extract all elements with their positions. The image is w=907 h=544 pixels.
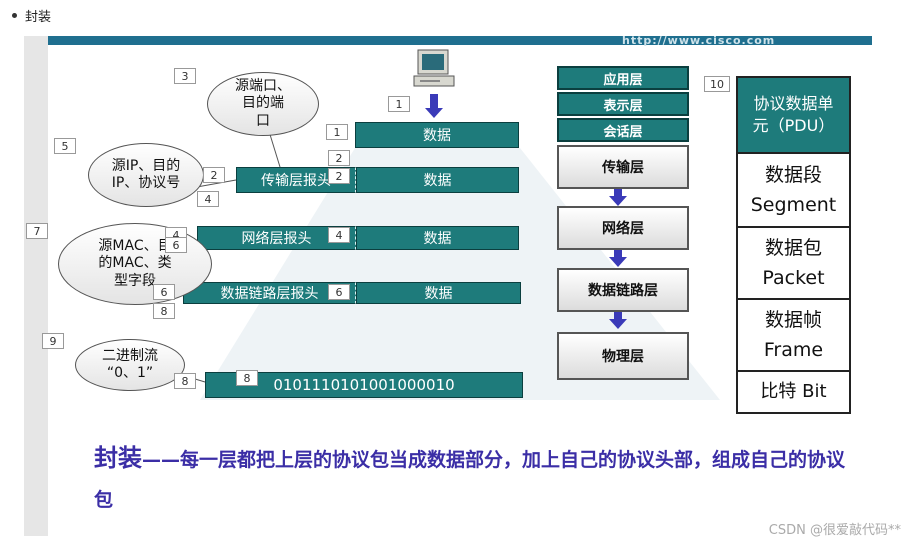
caption: 封装——每一层都把上层的协议包当成数据部分，加上自己的协议头部，组成自己的协议包: [94, 438, 854, 520]
caption-dash: ——: [142, 449, 180, 471]
layer-session: 会话层: [557, 118, 689, 142]
slide-left-strip: [24, 36, 48, 536]
bullet-text: 封装: [25, 10, 52, 25]
marker-2a: 2: [203, 167, 225, 183]
marker-8a: 8: [153, 303, 175, 319]
marker-2c: 2: [328, 168, 350, 184]
bubble-mac: 源MAC、目 的MAC、类 型字段: [58, 223, 212, 305]
pdu-header: 协议数据单 元（PDU）: [738, 78, 849, 152]
stack-arrow-1: [609, 196, 627, 206]
marker-6c: 6: [328, 284, 350, 300]
stack-arrow-2-shaft: [614, 250, 622, 258]
stack-arrow-3-shaft: [614, 312, 622, 320]
transport-data-bar: 数据: [356, 167, 519, 193]
marker-9: 9: [42, 333, 64, 349]
caption-body: 每一层都把上层的协议包当成数据部分，加上自己的协议头部，组成自己的协议包: [94, 449, 846, 511]
layer-network: 网络层: [557, 206, 689, 250]
marker-2b: 2: [328, 150, 350, 166]
slide-header-url: http://www.cisco.com: [622, 34, 776, 47]
bullet-item: 封装: [12, 6, 51, 25]
watermark: CSDN @很爱敲代码**: [768, 523, 901, 538]
pdu-segment-en: Segment: [750, 194, 837, 216]
marker-4a: 4: [197, 191, 219, 207]
stack-arrow-1-shaft: [614, 189, 622, 197]
layer-datalink: 数据链路层: [557, 268, 689, 312]
marker-6a: 6: [165, 237, 187, 253]
stack-arrow-3: [609, 319, 627, 329]
bullet-dot: [12, 13, 17, 18]
computer-arrow-shaft: [430, 94, 438, 108]
datalink-header-bar: 数据链路层报头: [183, 282, 356, 304]
computer-arrow-head: [425, 108, 443, 118]
marker-5: 5: [54, 138, 76, 154]
marker-4c: 4: [328, 227, 350, 243]
layer-application: 应用层: [557, 66, 689, 90]
pdu-packet-zh: 数据包: [764, 236, 822, 259]
caption-lead: 封装: [94, 444, 142, 472]
bubble-bits: 二进制流 “0、1”: [75, 339, 185, 391]
layer-transport: 传输层: [557, 145, 689, 189]
marker-1b: 1: [326, 124, 348, 140]
marker-1a: 1: [388, 96, 410, 112]
pdu-bit: 比特 Bit: [738, 370, 849, 412]
pdu-frame: 数据帧 Frame: [738, 298, 849, 370]
layer-presentation: 表示层: [557, 92, 689, 116]
bubble-ip: 源IP、目的 IP、协议号: [88, 143, 204, 207]
bubble-port: 源端口、 目的端 口: [207, 72, 319, 136]
data-bar-top: 数据: [355, 122, 519, 148]
marker-10: 10: [704, 76, 730, 92]
stack-arrow-2: [609, 257, 627, 267]
marker-8b: 8: [174, 373, 196, 389]
pdu-frame-zh: 数据帧: [764, 308, 822, 331]
pdu-table: 协议数据单 元（PDU） 数据段 Segment 数据包 Packet 数据帧 …: [736, 76, 851, 414]
bitstream-bar: 0101110101001000010: [205, 372, 523, 398]
pdu-frame-en: Frame: [763, 339, 824, 361]
datalink-data-bar: 数据: [356, 282, 521, 304]
marker-7: 7: [26, 223, 48, 239]
layer-physical: 物理层: [557, 332, 689, 380]
marker-8c: 8: [236, 370, 258, 386]
pdu-packet-en: Packet: [762, 267, 825, 289]
pdu-segment: 数据段 Segment: [738, 152, 849, 226]
computer-icon: [413, 49, 455, 87]
pdu-segment-zh: 数据段: [764, 163, 822, 186]
pdu-packet: 数据包 Packet: [738, 226, 849, 298]
marker-6b: 6: [153, 284, 175, 300]
marker-3: 3: [174, 68, 196, 84]
network-data-bar: 数据: [356, 226, 519, 250]
slide-header-bar: [48, 36, 872, 45]
